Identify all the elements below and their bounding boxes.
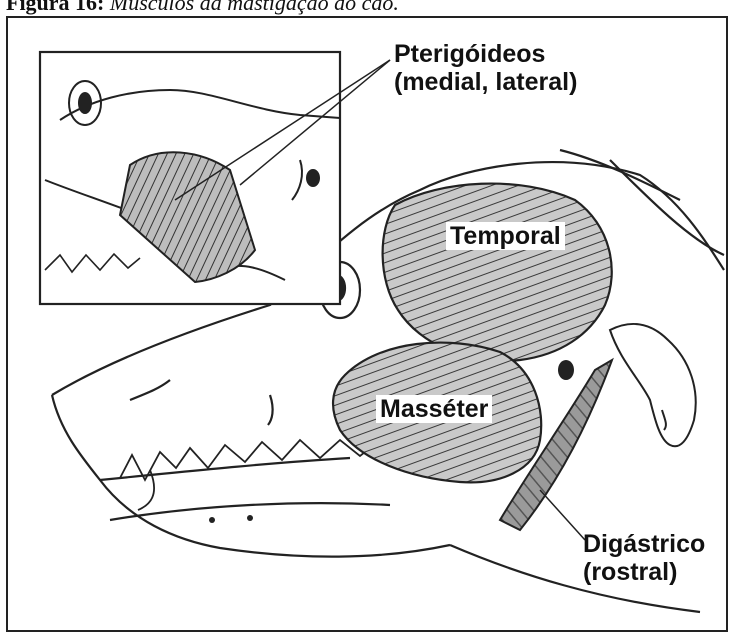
temporal-muscle (383, 184, 612, 361)
small-foramen (558, 360, 574, 380)
ear-process (610, 324, 696, 446)
label-temporal: Temporal (446, 222, 565, 250)
label-digastrico-line1: Digástrico (583, 530, 705, 558)
mandible-foramina (209, 515, 253, 523)
label-pterigoideos-line1: Pterigóideos (394, 40, 577, 68)
label-masseter: Masséter (376, 395, 492, 423)
label-digastrico: Digástrico (rostral) (583, 530, 705, 586)
label-digastrico-line2: (rostral) (583, 558, 705, 586)
inset-foramen (306, 169, 320, 187)
label-pterigoideos: Pterigóideos (medial, lateral) (394, 40, 577, 96)
label-pterigoideos-line2: (medial, lateral) (394, 68, 577, 96)
